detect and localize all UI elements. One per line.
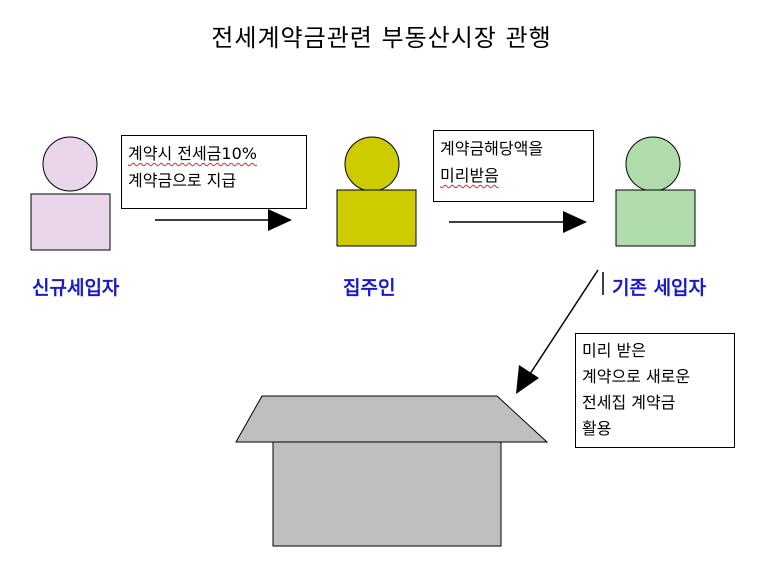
landlord-body (336, 189, 417, 247)
reuse-note-line-1: 미리 받은 (582, 341, 646, 360)
existing-tenant-label: 기존 세입자 (612, 277, 707, 299)
new-tenant-head (42, 136, 98, 192)
house-lid (235, 395, 549, 443)
house-box (235, 395, 549, 547)
arrow-landlord-to-existing-tenant (449, 211, 587, 233)
reuse-note-line-4: 활용 (582, 419, 612, 438)
house-body (272, 441, 502, 547)
payment-note-line-2: 계약금으로 지급 (128, 171, 237, 190)
payment-note-line-1: 계약시 전세금10% (128, 144, 257, 163)
new-tenant-body (30, 193, 111, 251)
prepaid-note: 계약금해당액을 미리받음 (433, 130, 594, 202)
existing-tenant-head (625, 136, 681, 192)
reuse-note-line-3: 전세집 계약금 (582, 393, 676, 412)
existing-tenant-body (615, 189, 696, 247)
reuse-note: 미리 받은 계약으로 새로운 전세집 계약금 활용 (575, 333, 735, 448)
prepaid-note-line-1: 계약금해당액을 (440, 139, 544, 158)
arrow-new-tenant-to-landlord (155, 209, 292, 231)
existing-tenant-figure (615, 136, 696, 247)
landlord-head (344, 136, 400, 192)
new-tenant-label: 신규세입자 (32, 277, 120, 299)
reuse-note-line-2: 계약으로 새로운 (582, 367, 691, 386)
landlord-figure (336, 136, 417, 247)
landlord-label: 집주인 (343, 277, 396, 299)
payment-note: 계약시 전세금10% 계약금으로 지급 (121, 135, 307, 209)
diagram-title: 전세계약금관련 부동산시장 관행 (211, 24, 552, 52)
prepaid-note-line-2: 미리받음 (440, 166, 499, 185)
new-tenant-figure (30, 136, 111, 251)
arrow-existing-tenant-to-house (516, 269, 599, 394)
